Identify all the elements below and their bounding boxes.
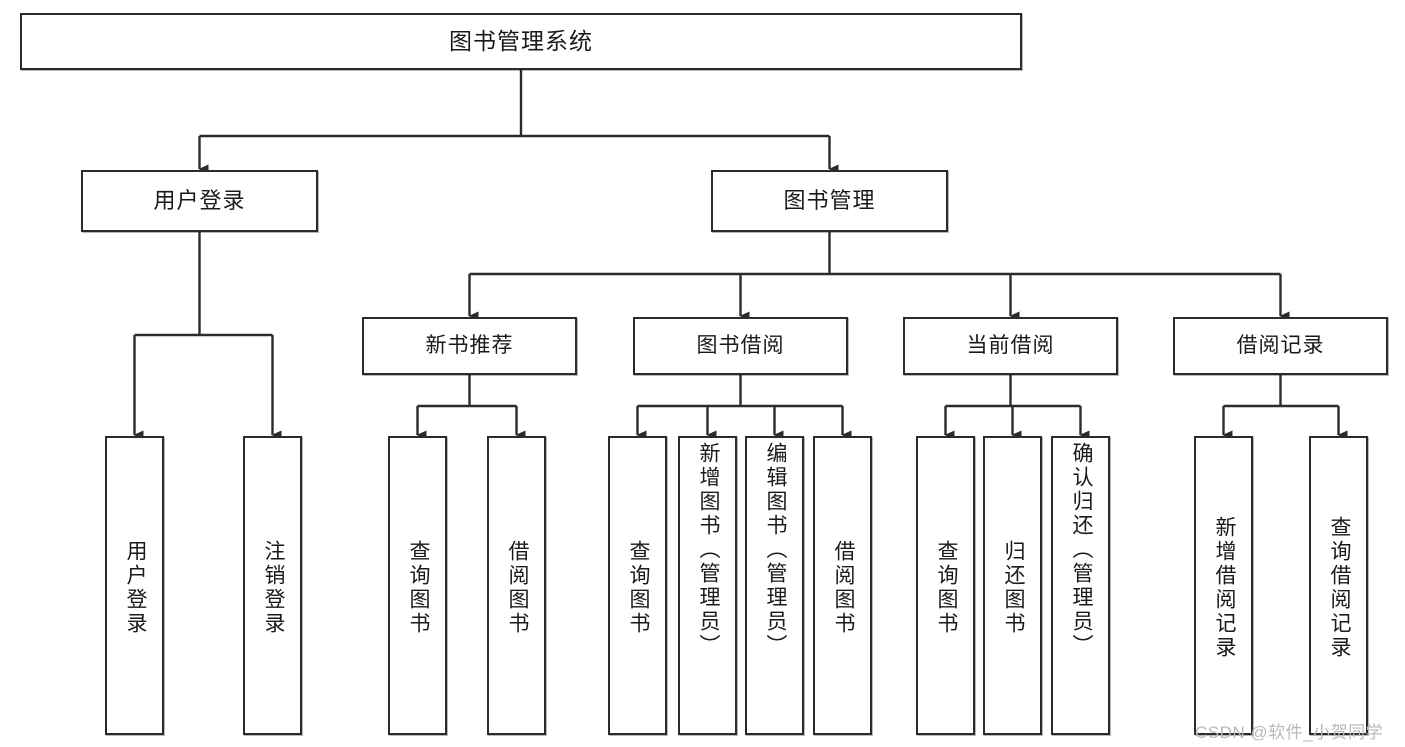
- node-leaf-borrow-book-2-label: 借阅图书: [831, 539, 855, 636]
- node-leaf-return-book[interactable]: 归还图书: [983, 436, 1042, 735]
- node-leaf-user-login-label: 用户登录: [123, 539, 147, 636]
- node-leaf-return-book-label: 归还图书: [1001, 539, 1025, 636]
- node-leaf-query-book-2[interactable]: 查询图书: [608, 436, 667, 735]
- node-borrow-record-label: 借阅记录: [1236, 333, 1325, 357]
- node-book-management-label: 图书管理: [783, 188, 876, 214]
- node-leaf-borrow-book-1[interactable]: 借阅图书: [487, 436, 546, 735]
- node-leaf-add-book[interactable]: 新增图书（管理员）: [678, 436, 737, 735]
- node-book-borrow-label: 图书借阅: [696, 333, 785, 357]
- node-leaf-add-record-label: 新增借阅记录: [1212, 515, 1236, 660]
- node-leaf-confirm-return-label: 确认归还（管理员）: [1069, 442, 1093, 658]
- node-leaf-edit-book-label: 编辑图书（管理员）: [763, 442, 787, 658]
- node-leaf-query-book-3[interactable]: 查询图书: [916, 436, 975, 735]
- node-leaf-borrow-book-2[interactable]: 借阅图书: [813, 436, 872, 735]
- node-leaf-query-book-1-label: 查询图书: [406, 539, 430, 636]
- node-leaf-edit-book[interactable]: 编辑图书（管理员）: [745, 436, 804, 735]
- node-leaf-borrow-book-1-label: 借阅图书: [505, 539, 529, 636]
- node-book-management[interactable]: 图书管理: [711, 170, 948, 232]
- node-leaf-query-record[interactable]: 查询借阅记录: [1309, 436, 1368, 735]
- node-leaf-query-book-3-label: 查询图书: [934, 539, 958, 636]
- node-user-login-label: 用户登录: [153, 188, 246, 214]
- node-leaf-user-logout-label: 注销登录: [261, 539, 285, 636]
- node-leaf-user-login[interactable]: 用户登录: [105, 436, 164, 735]
- watermark: CSDN @软件_小贺同学: [1195, 723, 1384, 742]
- node-leaf-query-book-1[interactable]: 查询图书: [388, 436, 447, 735]
- node-user-login[interactable]: 用户登录: [81, 170, 318, 232]
- node-leaf-query-record-label: 查询借阅记录: [1327, 515, 1351, 660]
- node-leaf-query-book-2-label: 查询图书: [626, 539, 650, 636]
- node-root-label: 图书管理系统: [449, 27, 593, 54]
- node-borrow-record[interactable]: 借阅记录: [1173, 317, 1388, 375]
- node-book-borrow[interactable]: 图书借阅: [633, 317, 848, 375]
- node-current-borrow-label: 当前借阅: [966, 333, 1055, 357]
- node-new-book-recommend-label: 新书推荐: [425, 333, 514, 357]
- node-current-borrow[interactable]: 当前借阅: [903, 317, 1118, 375]
- node-root[interactable]: 图书管理系统: [20, 13, 1022, 70]
- node-new-book-recommend[interactable]: 新书推荐: [362, 317, 577, 375]
- node-leaf-user-logout[interactable]: 注销登录: [243, 436, 302, 735]
- node-leaf-add-record[interactable]: 新增借阅记录: [1194, 436, 1253, 735]
- node-leaf-confirm-return[interactable]: 确认归还（管理员）: [1051, 436, 1110, 735]
- node-leaf-add-book-label: 新增图书（管理员）: [696, 442, 720, 658]
